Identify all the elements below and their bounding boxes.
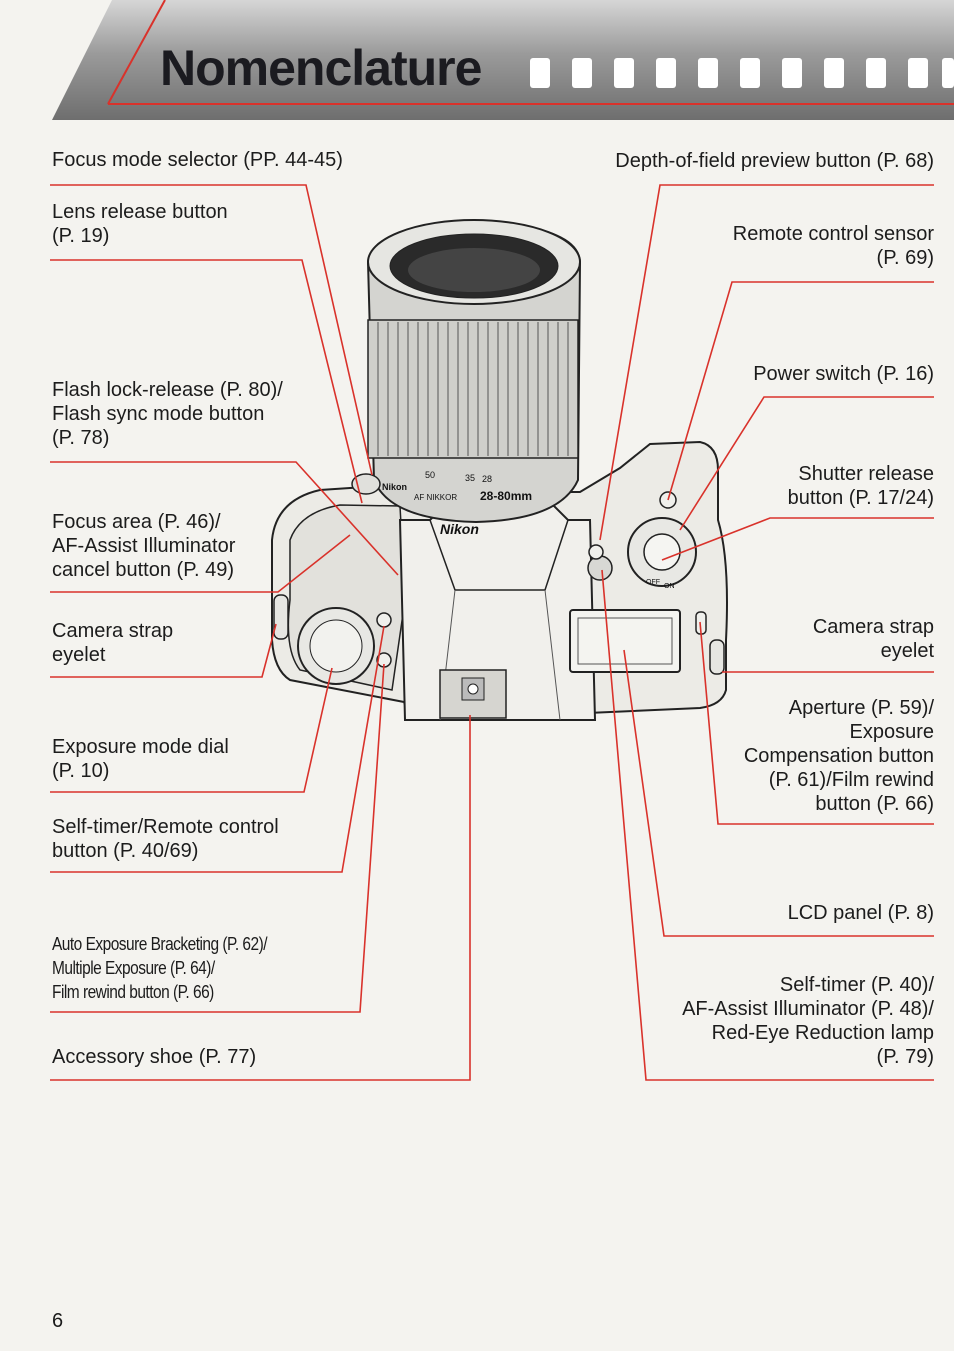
callout-self-timer-remote — [50, 625, 385, 873]
label-lcd-panel: LCD panel (P. 8) — [787, 902, 934, 924]
lens-model: AF NIKKOR — [414, 493, 457, 502]
callout-remote-sensor — [667, 281, 934, 501]
page-title: Nomenclature — [160, 40, 482, 96]
label-lens-release-button: Lens release button (P. 19) — [52, 201, 228, 247]
label-flash-lock-release: Flash lock-release (P. 80)/ Flash sync m… — [52, 379, 283, 449]
label-shutter-release: Shutter release button (P. 17/24) — [787, 463, 934, 509]
label-self-timer-remote: Self-timer/Remote control button (P. 40/… — [52, 816, 279, 862]
callout-exposure-dial — [50, 667, 333, 793]
label-focus-area: Focus area (P. 46)/ AF-Assist Illuminato… — [52, 511, 236, 581]
label-accessory-shoe: Accessory shoe (P. 77) — [52, 1046, 257, 1068]
callout-accessory-shoe — [50, 715, 471, 1081]
zoom-ring — [367, 319, 579, 459]
callout-aeb — [50, 663, 385, 1013]
label-aperture-exposure-compensation: Aperture (P. 59)/ Exposure Compensation … — [743, 697, 934, 815]
label-camera-strap-left: Camera strap eyelet — [52, 620, 174, 666]
focal-scale-35: 35 — [465, 473, 475, 483]
label-exposure-mode-dial: Exposure mode dial (P. 10) — [52, 736, 229, 782]
callout-shutter-release — [661, 517, 934, 561]
switch-on-label: ON — [664, 583, 675, 590]
label-camera-strap-right: Camera strap eyelet — [812, 616, 934, 662]
page-number: 6 — [52, 1310, 64, 1332]
focal-scale-50: 50 — [425, 470, 435, 480]
callout-strap-left — [50, 623, 277, 678]
lens-brand: Nikon — [382, 482, 407, 492]
callout-focus-area — [50, 534, 351, 593]
callout-self-timer-lamp — [601, 569, 934, 1081]
focal-scale-28: 28 — [482, 474, 492, 484]
callout-flash-lock — [50, 461, 399, 576]
callout-aperture — [699, 621, 934, 825]
callout-lens-release — [50, 259, 363, 504]
label-self-timer-lamp: Self-timer (P. 40)/ AF-Assist Illuminato… — [682, 974, 934, 1068]
callout-dof-preview — [599, 184, 934, 541]
header-band — [52, 0, 954, 120]
callout-lcd-panel — [623, 649, 934, 937]
film-perforations — [530, 58, 954, 88]
label-focus-mode-selector: Focus mode selector (PP. 44-45) — [52, 149, 343, 171]
label-remote-control-sensor: Remote control sensor (P. 69) — [732, 223, 934, 269]
callout-focus-mode — [50, 184, 373, 476]
label-depth-of-field-preview: Depth-of-field preview button (P. 68) — [615, 150, 934, 172]
label-auto-exposure-bracketing: Auto Exposure Bracketing (P. 62)/ Multip… — [52, 934, 268, 1002]
body-brand: Nikon — [440, 521, 479, 537]
switch-off-label: OFF — [646, 579, 660, 586]
label-power-switch: Power switch (P. 16) — [753, 363, 934, 385]
zoom-range: 28-80mm — [480, 489, 532, 503]
callout-power-switch — [679, 396, 934, 531]
lcd-panel-drawing — [569, 609, 681, 673]
page-header: Nomenclature — [0, 0, 954, 120]
